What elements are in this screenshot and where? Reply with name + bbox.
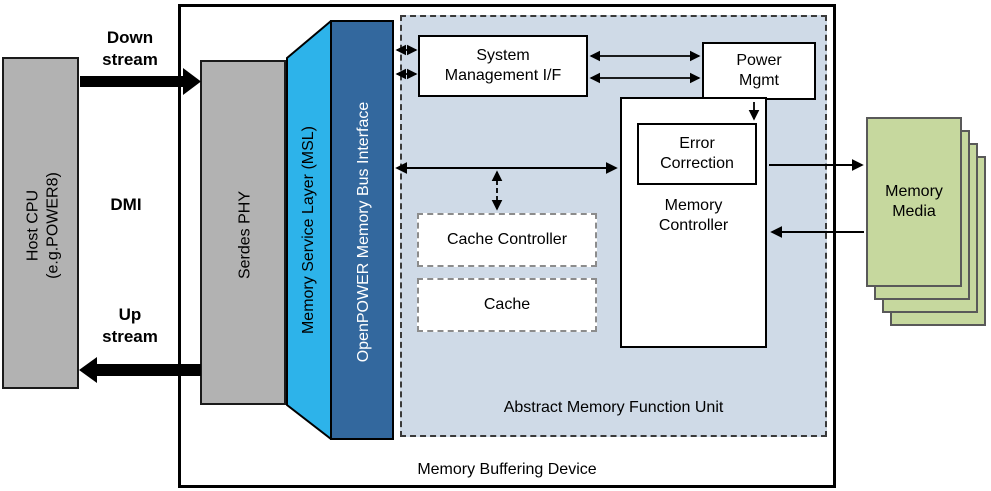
memory-media-label: Memory Media — [885, 183, 943, 220]
openpower-bus-interface-label: OpenPOWER Memory Bus Interface — [355, 101, 372, 363]
host-cpu-box: Host CPU (e.g.POWER8) — [2, 57, 79, 389]
dmi-label: DMI — [110, 195, 142, 214]
serdes-phy-box: Serdes PHY — [200, 60, 286, 405]
cache-controller-box: Cache Controller — [417, 213, 597, 267]
host-cpu-label: Host CPU (e.g.POWER8) — [23, 171, 61, 279]
cache-controller-label: Cache Controller — [446, 231, 568, 248]
memory-service-layer-shape: Memory Service Layer (MSL) — [286, 20, 332, 440]
power-mgmt-label: Power Mgmt — [736, 52, 782, 89]
system-management-box: System Management I/F — [418, 35, 588, 97]
cache-box: Cache — [417, 278, 597, 332]
power-mgmt-box: Power Mgmt — [702, 42, 816, 100]
memory-controller-label: Memory Controller — [658, 197, 729, 234]
downstream-label: Down stream — [102, 28, 158, 70]
error-correction-box: Error Correction — [637, 123, 757, 185]
openpower-bus-interface-box: OpenPOWER Memory Bus Interface — [330, 20, 394, 440]
memory-media-card-front: Memory Media — [866, 117, 962, 287]
serdes-phy-label: Serdes PHY — [236, 190, 253, 279]
amfu-title: Abstract Memory Function Unit — [503, 399, 724, 416]
system-management-label: System Management I/F — [444, 47, 562, 84]
msl-label: Memory Service Layer (MSL) — [300, 125, 317, 335]
cache-label: Cache — [483, 296, 531, 313]
upstream-label: Up stream — [102, 305, 158, 347]
memory-buffering-device-title: Memory Buffering Device — [417, 461, 597, 478]
error-correction-label: Error Correction — [660, 135, 734, 172]
